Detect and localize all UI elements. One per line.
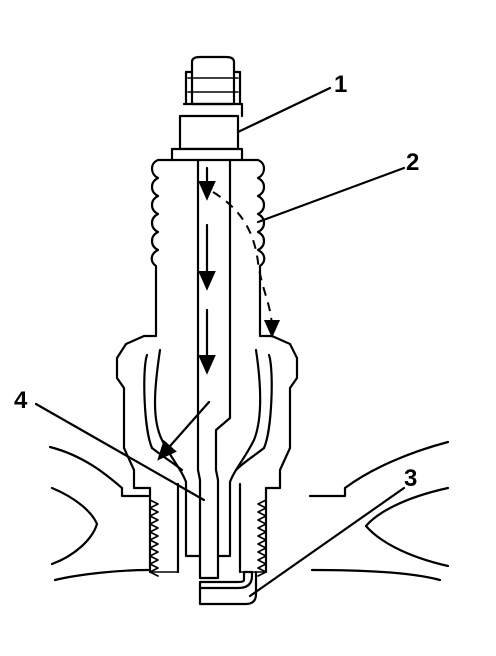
callout-leaders bbox=[34, 86, 406, 598]
threaded-section bbox=[148, 482, 268, 577]
callout-labels: 1 2 3 4 bbox=[14, 71, 419, 492]
current-flow-arrows bbox=[157, 166, 216, 461]
center-electrode bbox=[196, 158, 232, 580]
insulator-nose bbox=[150, 348, 266, 558]
callout-4: 4 bbox=[14, 387, 28, 414]
leakage-flow-path bbox=[212, 191, 280, 338]
terminal-nut bbox=[184, 55, 242, 106]
terminal-collar bbox=[170, 102, 244, 162]
callout-2: 2 bbox=[406, 149, 419, 176]
callout-3: 3 bbox=[404, 465, 417, 492]
callout-1: 1 bbox=[334, 71, 347, 98]
ground-electrode bbox=[198, 570, 258, 606]
insulator bbox=[150, 158, 266, 330]
cylinder-head bbox=[48, 440, 450, 582]
